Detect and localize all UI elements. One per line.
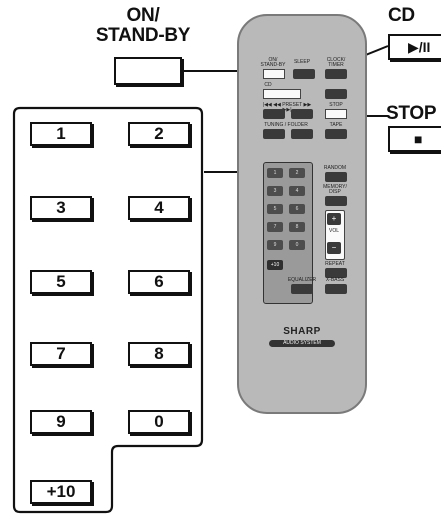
remote-memory-disp-button[interactable] [325,196,347,206]
remote-tuning-up-button[interactable] [291,129,313,139]
remote-tape-button[interactable] [325,129,347,139]
remote-preset-up-button[interactable] [291,109,313,119]
remote-subtitle: AUDIO SYSTEM [269,340,335,347]
key-3[interactable]: 3 [30,196,92,220]
remote-equalizer-button[interactable] [291,284,313,294]
remote-key-1[interactable]: 1 [267,168,283,178]
cd-label: CD [388,5,415,26]
remote-label-preset: |◀◀ ◀◀ PRESET ▶▶ ▶▶| [262,102,312,113]
remote-random-button[interactable] [325,172,347,182]
remote-sleep-button[interactable] [293,69,315,79]
play-pause-icon: ▶/II [408,38,431,55]
remote-clock-timer-button[interactable] [325,69,347,79]
remote-label-x-bass: X-BASS [325,277,345,283]
key-2[interactable]: 2 [128,122,190,146]
keypad-frame [12,106,204,514]
key-6[interactable]: 6 [128,270,190,294]
remote-label-on-standby: ON/ STAND-BY [260,57,286,68]
remote-label-memory-disp: MEMORY/ DISP [323,184,347,195]
remote-key-plus-10[interactable]: +10 [267,260,283,270]
remote-label-repeat: REPEAT [325,261,345,267]
key-0[interactable]: 0 [128,410,190,434]
key-9[interactable]: 9 [30,410,92,434]
remote-key-7[interactable]: 7 [267,222,283,232]
key-7[interactable]: 7 [30,342,92,366]
on-standby-label-line2: STAND-BY [95,25,191,46]
remote-label-tuning-folder: TUNING / FOLDER [264,122,308,128]
stop-icon: ■ [414,131,423,147]
remote-key-3[interactable]: 3 [267,186,283,196]
remote-volume-up-button[interactable]: + [327,213,341,225]
remote-key-0[interactable]: 0 [289,240,305,250]
remote-key-9[interactable]: 9 [267,240,283,250]
remote-label-clock-timer: CLOCK/ TIMER [326,57,346,68]
remote-key-4[interactable]: 4 [289,186,305,196]
key-1[interactable]: 1 [30,122,92,146]
remote-key-2[interactable]: 2 [289,168,305,178]
key-5[interactable]: 5 [30,270,92,294]
remote-x-bass-button[interactable] [325,284,347,294]
remote-stop-button[interactable] [325,109,347,119]
key-8[interactable]: 8 [128,342,190,366]
key-plus-10[interactable]: +10 [30,480,92,504]
cd-play-pause-key[interactable]: ▶/II [388,34,441,60]
remote-repeat-button[interactable] [325,268,347,278]
on-standby-label-line1: ON/ [126,5,160,26]
remote-band-button[interactable] [325,89,347,99]
stop-label: STOP [386,103,437,124]
key-4[interactable]: 4 [128,196,190,220]
remote-label-equalizer: EQUALIZER [287,277,317,283]
on-standby-label: ON/ STAND-BY [78,6,208,46]
remote-label-random: RANDOM [323,165,347,171]
remote-cd-button[interactable] [263,89,301,99]
remote-key-8[interactable]: 8 [289,222,305,232]
remote-on-standby-button[interactable] [263,69,285,79]
remote-volume-down-button[interactable]: − [327,242,341,254]
stop-key[interactable]: ■ [388,126,441,152]
remote-tuning-down-button[interactable] [263,129,285,139]
remote-label-sleep: SLEEP [293,59,311,65]
remote-preset-down-button[interactable] [263,109,285,119]
remote-label-vol: VOL [328,228,339,234]
on-standby-key[interactable] [114,57,182,85]
remote-label-stop: STOP [329,102,343,108]
remote-key-6[interactable]: 6 [289,204,305,214]
remote-control: ON/ STAND-BY SLEEP CLOCK/ TIMER CD |◀◀ ◀… [237,14,367,414]
remote-keypad-panel [263,162,313,304]
remote-label-cd: CD [264,82,272,88]
remote-label-tape: TAPE [329,122,343,128]
remote-brand: SHARP [283,326,321,337]
remote-key-5[interactable]: 5 [267,204,283,214]
